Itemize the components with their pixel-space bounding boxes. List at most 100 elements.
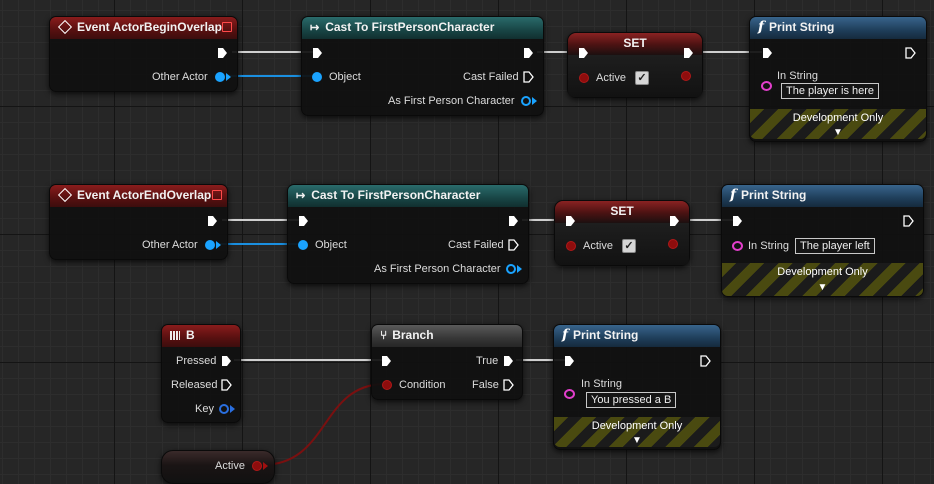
pin-label-in-string: In String	[748, 240, 789, 252]
node-header[interactable]: Event ActorEndOverlap	[50, 185, 227, 207]
set-active-node[interactable]: SET Active ✓	[567, 32, 703, 98]
delegate-pin-icon[interactable]	[212, 190, 222, 200]
cast-failed-exec-pin[interactable]	[523, 71, 534, 83]
in-string-input[interactable]: The player is here	[781, 83, 880, 99]
exec-out-pin[interactable]	[207, 215, 218, 227]
bool-out-pin[interactable]	[668, 239, 678, 249]
in-string-input[interactable]: The player left	[795, 238, 875, 254]
node-header[interactable]: ⑂Branch	[372, 325, 522, 347]
expand-arrow-icon[interactable]: ▼	[632, 435, 642, 446]
keyboard-key-icon	[170, 331, 180, 340]
object-out-pin[interactable]	[521, 96, 531, 106]
pin-label-condition: Condition	[399, 379, 446, 391]
active-checkbox[interactable]: ✓	[622, 239, 636, 253]
development-only-banner[interactable]: Development Only ▼	[750, 109, 926, 139]
expand-arrow-icon[interactable]: ▼	[817, 282, 828, 293]
pressed-exec-pin[interactable]	[221, 355, 232, 367]
object-out-pin[interactable]	[506, 264, 516, 274]
pin-label-released: Released	[171, 379, 218, 391]
cast-to-first-person-character-node[interactable]: ↦Cast To FirstPersonCharacter Object Cas…	[287, 184, 529, 284]
node-header[interactable]: ↦ Cast To FirstPersonCharacter	[302, 17, 543, 39]
exec-in-pin[interactable]	[578, 47, 589, 59]
bool-out-pin[interactable]	[681, 71, 691, 81]
exec-out-pin[interactable]	[903, 215, 914, 227]
exec-out-pin[interactable]	[905, 47, 916, 59]
exec-out-pin[interactable]	[700, 355, 711, 367]
function-f-icon: f	[730, 187, 737, 203]
exec-out-pin[interactable]	[508, 215, 519, 227]
node-title: B	[186, 328, 195, 342]
node-header[interactable]: SET	[568, 33, 702, 55]
exec-out-pin[interactable]	[669, 215, 680, 227]
input-key-b-node[interactable]: B Pressed Released Key	[161, 324, 241, 423]
node-header[interactable]: B	[162, 325, 240, 347]
node-header[interactable]: Event ActorBeginOverlap	[50, 17, 237, 39]
exec-out-pin[interactable]	[683, 47, 694, 59]
condition-in-pin[interactable]	[382, 380, 392, 390]
bool-wire	[261, 383, 386, 466]
true-exec-pin[interactable]	[503, 355, 514, 367]
exec-in-pin[interactable]	[381, 355, 392, 367]
pin-arrow-icon	[532, 97, 537, 105]
object-out-pin[interactable]	[215, 72, 225, 82]
exec-in-pin[interactable]	[298, 215, 309, 227]
in-string-input[interactable]: You pressed a B	[586, 392, 677, 408]
pin-label-pressed: Pressed	[176, 355, 217, 367]
exec-in-pin[interactable]	[732, 215, 743, 227]
branch-icon: ⑂	[380, 328, 388, 342]
cast-failed-exec-pin[interactable]	[508, 239, 519, 251]
cast-arrows-icon: ↦	[310, 22, 320, 34]
pin-arrow-icon	[517, 265, 522, 273]
development-only-banner[interactable]: Development Only ▼	[554, 417, 720, 447]
pin-label-cast-failed: Cast Failed	[448, 239, 504, 251]
exec-out-pin[interactable]	[217, 47, 228, 59]
delegate-pin-icon[interactable]	[222, 22, 232, 32]
pin-arrow-icon	[230, 405, 235, 413]
object-in-pin[interactable]	[298, 240, 308, 250]
expand-arrow-icon[interactable]: ▼	[833, 127, 843, 138]
pin-label-object: Object	[315, 239, 347, 251]
string-in-pin[interactable]	[564, 389, 575, 399]
node-title: Print String	[573, 328, 639, 342]
object-in-pin[interactable]	[312, 72, 322, 82]
pin-label-as-first-person-character: As First Person Character	[388, 95, 515, 107]
bool-in-pin[interactable]	[566, 241, 576, 251]
bool-out-pin[interactable]	[252, 461, 262, 471]
node-header[interactable]: ↦Cast To FirstPersonCharacter	[288, 185, 528, 207]
function-f-icon: f	[758, 19, 765, 35]
pin-label-in-string: In String	[581, 378, 622, 390]
pin-label-true: True	[476, 355, 499, 367]
exec-in-pin[interactable]	[312, 47, 323, 59]
set-active-node[interactable]: SET Active ✓	[554, 200, 690, 266]
bool-in-pin[interactable]	[579, 73, 589, 83]
event-actor-begin-overlap-node[interactable]: Event ActorBeginOverlap Other Actor	[49, 16, 238, 92]
branch-node[interactable]: ⑂Branch True Condition False	[371, 324, 523, 400]
node-title: Event ActorEndOverlap	[77, 188, 212, 202]
get-active-variable-node[interactable]: Active	[161, 450, 275, 484]
node-title: Cast To FirstPersonCharacter	[325, 20, 495, 34]
string-in-pin[interactable]	[761, 81, 772, 91]
exec-in-pin[interactable]	[762, 47, 773, 59]
cast-to-first-person-character-node[interactable]: ↦Cast To FirstPersonCharacter Object Cas…	[301, 16, 544, 116]
exec-in-pin[interactable]	[565, 215, 576, 227]
pin-label-active: Active	[583, 240, 613, 252]
string-in-pin[interactable]	[732, 241, 743, 251]
active-checkbox[interactable]: ✓	[635, 71, 649, 85]
false-exec-pin[interactable]	[503, 379, 514, 391]
object-out-pin[interactable]	[205, 240, 215, 250]
variable-label-active: Active	[215, 460, 245, 472]
node-header[interactable]: SET	[555, 201, 689, 223]
released-exec-pin[interactable]	[221, 379, 232, 391]
development-only-banner[interactable]: Development Only ▼	[722, 263, 923, 296]
exec-in-pin[interactable]	[564, 355, 575, 367]
pin-label-key: Key	[195, 403, 214, 415]
key-struct-pin[interactable]	[219, 404, 229, 414]
exec-out-pin[interactable]	[523, 47, 534, 59]
event-actor-end-overlap-node[interactable]: Event ActorEndOverlap Other Actor	[49, 184, 228, 260]
